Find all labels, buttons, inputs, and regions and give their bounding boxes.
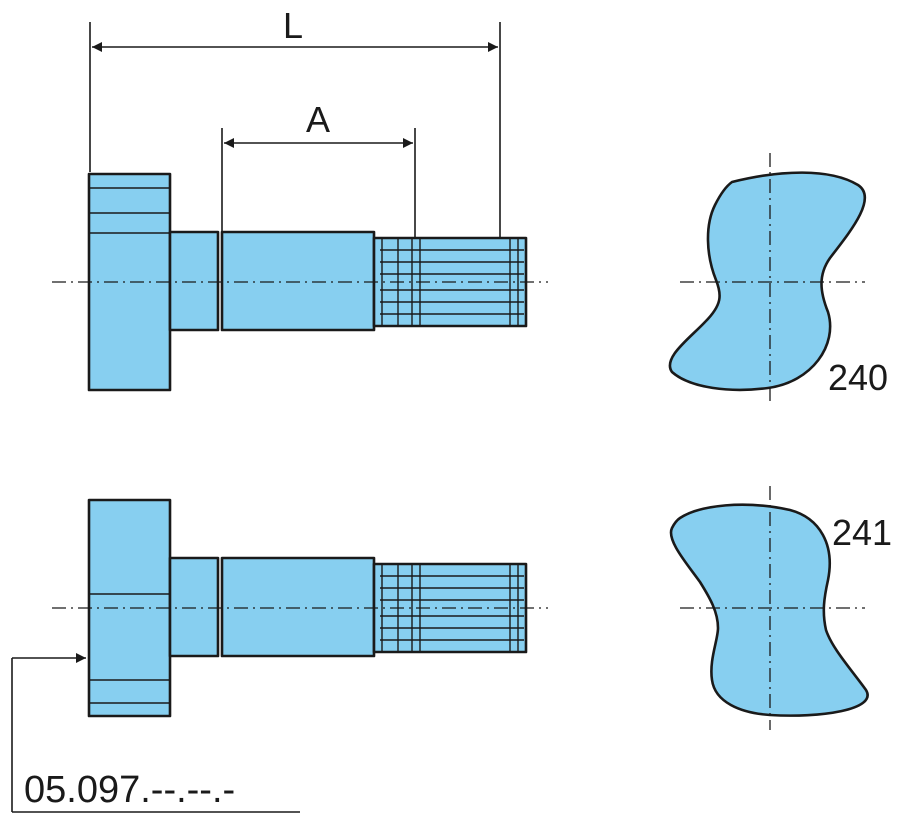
dimension-a: A [221, 99, 416, 238]
dimension-a-label: A [306, 99, 330, 140]
dimension-l: L [89, 5, 501, 270]
variant-241-label: 241 [832, 512, 892, 553]
cam-profile-240: 240 [668, 153, 888, 404]
camshaft-side-view-lower [52, 498, 548, 718]
dimension-l-label: L [283, 5, 303, 46]
camshaft-side-view-upper [52, 172, 548, 392]
cam-profile-241: 241 [669, 486, 892, 730]
variant-240-label: 240 [828, 357, 888, 398]
part-number: 05.097.--.--.- [24, 769, 235, 811]
part-number-callout: 05.097.--.--.- [11, 653, 300, 813]
